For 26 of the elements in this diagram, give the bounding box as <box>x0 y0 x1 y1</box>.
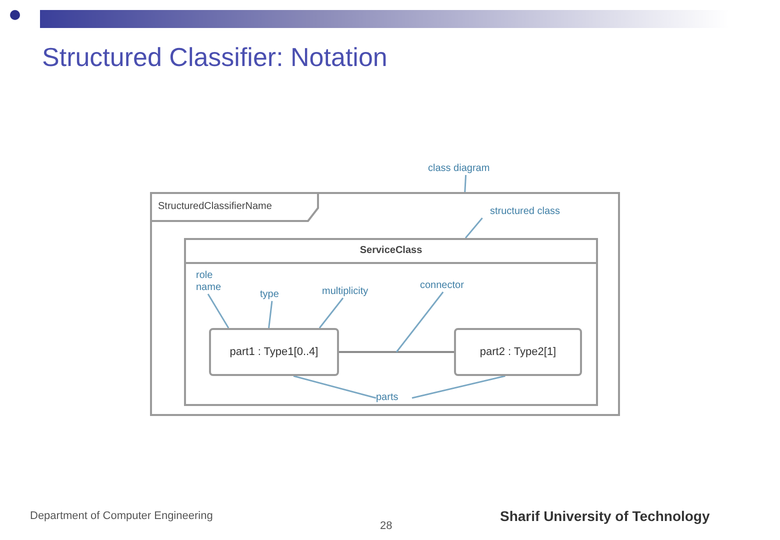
class-name: ServiceClass <box>186 240 596 264</box>
callout-text: type <box>260 289 290 301</box>
leader-line <box>412 375 506 399</box>
leader-line <box>318 298 344 328</box>
callout-text: parts <box>376 392 412 404</box>
callout-text: role name <box>196 270 236 294</box>
leader-line <box>464 174 467 192</box>
frame-name-tab: StructuredClassifierName <box>152 194 320 222</box>
callout-text: class diagram <box>428 163 518 175</box>
leader-line <box>207 294 230 328</box>
callout-text: multiplicity <box>322 286 392 298</box>
leader-line <box>268 300 273 328</box>
part-box: part1 : Type1[0..4] <box>209 328 339 376</box>
footer-text: Sharif University of Technology <box>500 508 710 524</box>
class-box <box>184 238 598 406</box>
leader-line <box>464 218 483 238</box>
callout-text: structured class <box>490 206 600 218</box>
leader-line <box>293 375 376 399</box>
connector-line <box>339 351 454 353</box>
footer-text: Department of Computer Engineering <box>30 510 213 522</box>
page-number: 28 <box>380 520 392 532</box>
leader-line <box>396 292 444 352</box>
slide-title: Structured Classifier: Notation <box>42 42 388 73</box>
callout-text: connector <box>420 280 486 292</box>
part-box: part2 : Type2[1] <box>454 328 582 376</box>
diagram-frame <box>150 192 620 416</box>
